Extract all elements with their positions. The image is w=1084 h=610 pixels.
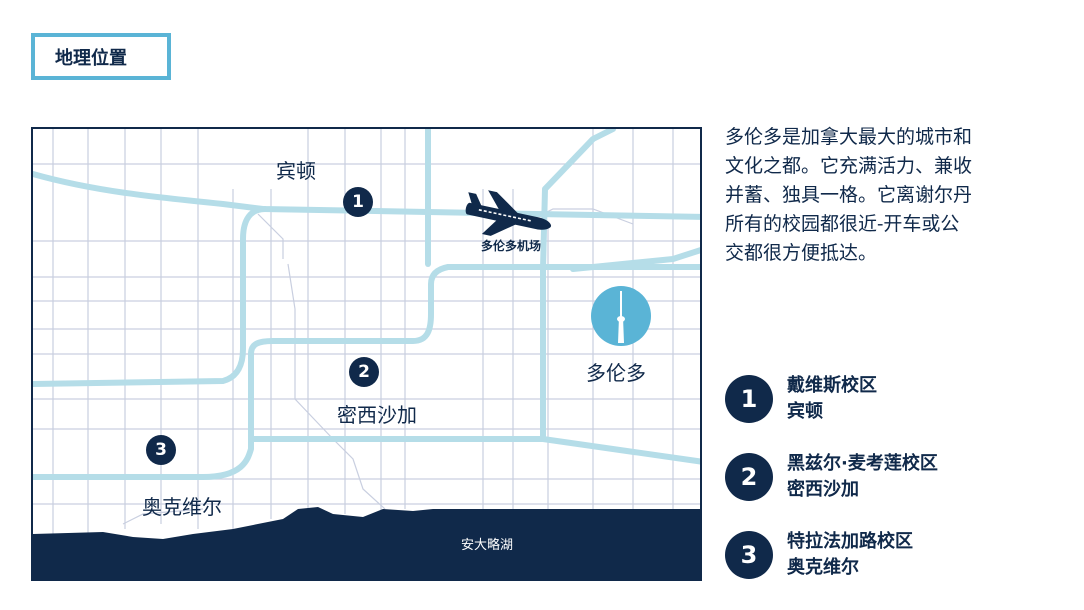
legend-item-2: 2 黑兹尔·麦考莲校区 密西沙加 bbox=[725, 451, 938, 503]
airplane-icon bbox=[465, 190, 552, 236]
legend-campus: 黑兹尔·麦考莲校区 bbox=[787, 453, 938, 474]
map-marker-2[interactable]: 2 bbox=[349, 357, 379, 387]
label-lake: 安大略湖 bbox=[461, 538, 514, 553]
location-map: 宾顿 密西沙加 奥克维尔 多伦多 多伦多机场 安大略湖 1 2 3 bbox=[31, 127, 702, 581]
lake-ontario bbox=[33, 507, 700, 579]
street-grid bbox=[33, 129, 700, 549]
label-toronto: 多伦多 bbox=[586, 361, 646, 385]
description-line: 并蓄、独具一格。它离谢尔丹 bbox=[725, 184, 973, 206]
legend-city: 宾顿 bbox=[787, 401, 823, 422]
section-title: 地理位置 bbox=[31, 33, 171, 80]
description-line: 所有的校园都很近-开车或公 bbox=[725, 213, 960, 235]
cn-tower-icon bbox=[591, 286, 651, 346]
legend-campus: 戴维斯校区 bbox=[787, 375, 877, 396]
section-title-text: 地理位置 bbox=[55, 47, 127, 69]
description-line: 多伦多是加拿大最大的城市和 bbox=[725, 126, 973, 148]
label-oakville: 奥克维尔 bbox=[142, 495, 222, 519]
legend-item-1: 1 戴维斯校区 宾顿 bbox=[725, 373, 877, 425]
legend-number: 2 bbox=[725, 453, 773, 501]
map-marker-3[interactable]: 3 bbox=[146, 435, 176, 465]
highways bbox=[33, 129, 700, 480]
legend-campus: 特拉法加路校区 bbox=[787, 531, 913, 552]
legend-item-3: 3 特拉法加路校区 奥克维尔 bbox=[725, 529, 913, 581]
label-vaughan: 宾顿 bbox=[276, 159, 316, 183]
label-mississauga: 密西沙加 bbox=[337, 403, 417, 427]
legend-number: 1 bbox=[725, 375, 773, 423]
legend-city: 密西沙加 bbox=[787, 479, 859, 500]
legend-number: 3 bbox=[725, 531, 773, 579]
description-line: 交都很方便抵达。 bbox=[725, 242, 878, 264]
description: 多伦多是加拿大最大的城市和 文化之都。它充满活力、兼收 并蓄、独具一格。它离谢尔… bbox=[725, 123, 1045, 268]
label-airport: 多伦多机场 bbox=[481, 239, 542, 253]
legend-city: 奥克维尔 bbox=[787, 557, 859, 578]
map-marker-1[interactable]: 1 bbox=[343, 187, 373, 217]
map-canvas bbox=[33, 129, 700, 579]
description-line: 文化之都。它充满活力、兼收 bbox=[725, 155, 973, 177]
